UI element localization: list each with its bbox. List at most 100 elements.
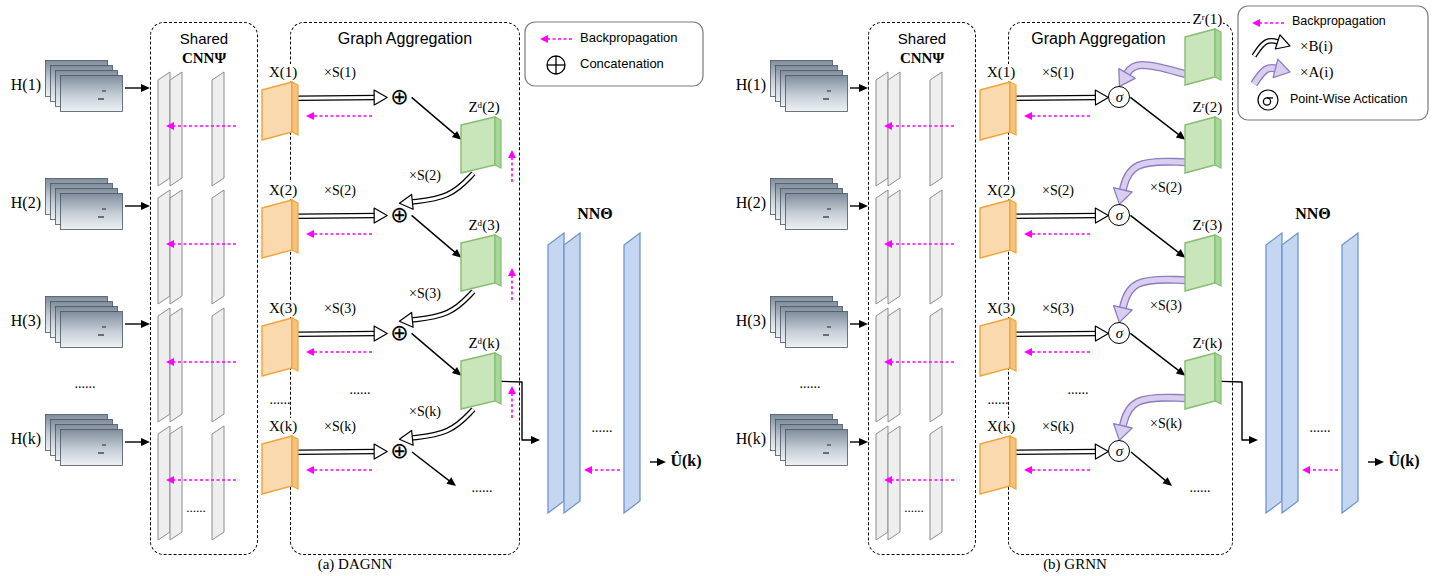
concat-symbol: ⊕ [390, 204, 408, 226]
image-frame [61, 430, 123, 466]
slab-face [1185, 235, 1215, 291]
recurrent-state: Zʳ(1) [1185, 29, 1221, 85]
connector-line [298, 450, 377, 454]
arrowhead [1114, 306, 1133, 323]
connector-line [546, 38, 572, 40]
feature-label: X(k) [986, 418, 1016, 435]
group-title: Shared [898, 30, 946, 47]
connector-line [298, 214, 377, 218]
legend-box [1238, 6, 1428, 120]
image-frame [786, 76, 848, 112]
connector-line [1016, 214, 1098, 218]
slab-side [495, 353, 501, 404]
cnn-layer [876, 190, 888, 304]
group-title: CNNΨ [900, 50, 944, 67]
network-layer [1342, 233, 1358, 513]
slab-side [495, 117, 501, 168]
arrowhead [1095, 208, 1108, 223]
edge-label-holder: ×S(2) [408, 168, 442, 184]
cnn-layer [930, 308, 942, 422]
connector [298, 208, 387, 223]
label-holder: ...... [1309, 420, 1332, 436]
connector-line [890, 243, 954, 245]
arrowhead [1176, 131, 1186, 140]
cnn-layer [158, 72, 170, 186]
arrowhead [141, 438, 150, 446]
text-holder: X(3) [986, 300, 1016, 317]
object-mark [98, 98, 104, 99]
connector-line [172, 243, 236, 245]
edge-label: ×S(3) [408, 286, 442, 302]
legend-label: Concatenation [580, 56, 664, 71]
activation-symbol: σ [1116, 326, 1123, 341]
label-holder: ...... [591, 420, 614, 436]
connector-line [1016, 450, 1098, 454]
activation-node: σ [1108, 440, 1130, 462]
input-label: H(1) [10, 76, 42, 94]
shape [262, 200, 298, 258]
edge-label: ×S(3) [323, 301, 357, 317]
arrowhead [166, 476, 174, 484]
label-holder: ...... [987, 392, 1010, 408]
connector-line [1016, 213, 1098, 219]
arrowhead [1114, 424, 1133, 441]
connector-line [511, 392, 513, 418]
feature-label: X(3) [986, 300, 1016, 317]
edge-label: ×S(3) [1149, 298, 1183, 314]
legend-holder: ×B(i) [1300, 38, 1333, 55]
arrowhead [306, 348, 314, 356]
arrowhead [1024, 112, 1032, 120]
figure-label: Û(k) [669, 452, 702, 470]
slab-face [980, 200, 1010, 258]
shape [45, 60, 125, 116]
graph-aggregation-box: ⊕Zᵈ(2)⊕Zᵈ(3)⊕Zᵈ(k)⊕Graph Aggregation [290, 22, 520, 555]
text-holder: X(1) [268, 64, 298, 81]
group-title: Graph Aggregation [338, 30, 472, 48]
label-holder: ...... [1067, 382, 1090, 398]
recurrent-state: Zʳ(2) [1185, 117, 1221, 173]
text-holder: H(2) [10, 194, 42, 212]
slab-face [1185, 353, 1215, 409]
cnn-layer [876, 426, 888, 540]
slab-face [980, 436, 1010, 494]
object-mark [102, 326, 106, 327]
edge-label: ×S(k) [1149, 416, 1183, 432]
label-holder: ...... [349, 382, 372, 398]
arrowhead [540, 35, 548, 43]
activation-node: σ [1108, 204, 1130, 226]
image-stack: H(k) [45, 414, 125, 470]
connector-line [125, 87, 143, 88]
cnn-layer [170, 72, 182, 186]
edge-label-holder: ×S(k) [408, 404, 442, 420]
object-mark [102, 444, 106, 445]
edge-label: ×S(k) [1041, 419, 1075, 435]
network-layer [1266, 233, 1282, 513]
legend-holder: ×A(i) [1300, 64, 1333, 81]
shape [45, 296, 125, 352]
figure-label: ...... [185, 500, 207, 516]
label-holder: ...... [903, 500, 925, 516]
cnn-layer [158, 190, 170, 304]
connector [1130, 333, 1185, 375]
image-stack: H(k) [770, 414, 850, 470]
concatenation-node: ⊕ [387, 203, 411, 227]
figure-label: ...... [987, 392, 1010, 408]
slab-face [1185, 29, 1215, 85]
connector-line [890, 479, 954, 481]
text-holder: H(1) [10, 76, 42, 94]
connector-line [298, 96, 377, 100]
label-holder: ...... [1189, 480, 1212, 496]
connector [1114, 162, 1186, 205]
recurrent-state: Zʳ(3) [1185, 235, 1221, 291]
legend-holder: Point-Wise Actication [1290, 92, 1407, 106]
connector-line [1308, 469, 1338, 471]
network-layer [548, 233, 564, 513]
text-holder: Zᵈ(k) [467, 335, 500, 352]
arrowhead [508, 386, 516, 394]
cnn-layer [876, 308, 888, 422]
connector-line [298, 449, 377, 455]
arrowhead [166, 358, 174, 366]
connector-line [312, 115, 372, 117]
connector-line [1130, 97, 1179, 135]
text-holder: σ [1116, 444, 1123, 459]
